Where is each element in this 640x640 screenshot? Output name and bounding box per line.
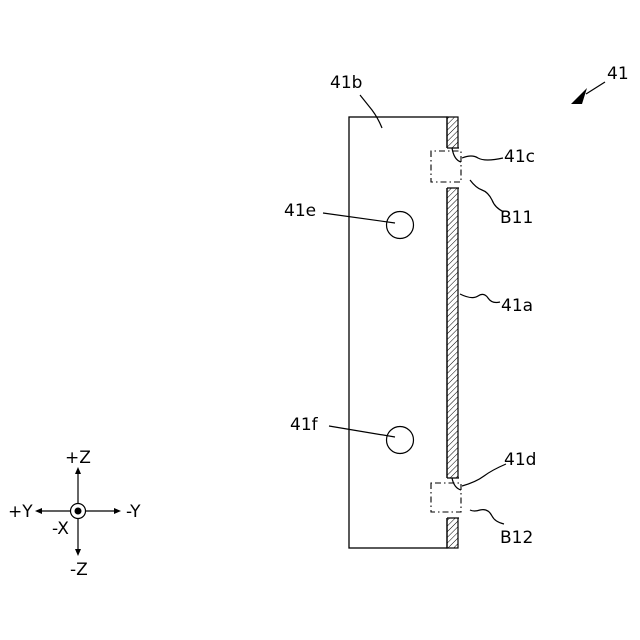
- axis-label-minus-z: -Z: [70, 560, 88, 580]
- label-41d: 41d: [504, 450, 536, 470]
- label-B11: B11: [500, 208, 533, 228]
- axis-label-plus-y: +Y: [8, 502, 33, 522]
- assembly-arrow: [571, 88, 587, 104]
- label-41a: 41a: [501, 296, 533, 316]
- label-41e: 41e: [284, 201, 316, 221]
- label-41c: 41c: [504, 147, 535, 167]
- axis-label-minus-x: -X: [52, 519, 69, 539]
- label-41b: 41b: [330, 73, 362, 93]
- label-41: 41: [607, 64, 629, 84]
- axis-indicator: [35, 467, 121, 556]
- axis-label-minus-y: -Y: [126, 502, 141, 522]
- axis-label-plus-z: +Z: [65, 448, 91, 468]
- label-B12: B12: [500, 528, 533, 548]
- label-41f: 41f: [290, 415, 319, 435]
